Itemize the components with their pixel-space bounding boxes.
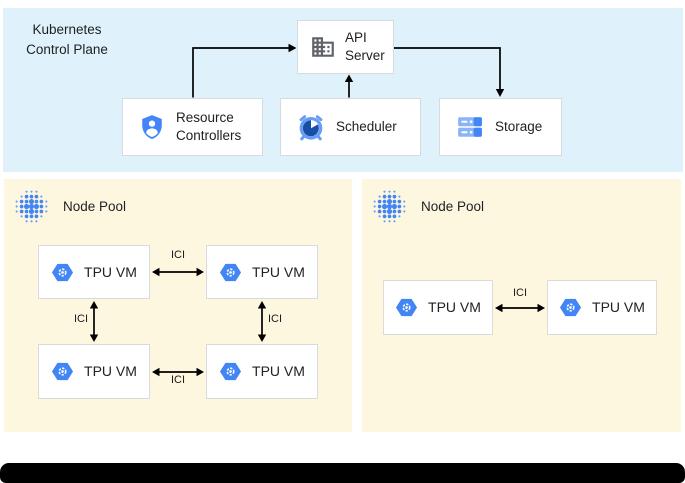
node-pool-label: Node Pool xyxy=(421,199,485,214)
tpu-vm-node: TPU VM xyxy=(38,344,150,399)
storage-stack-icon xyxy=(458,117,482,137)
node-pool-header-left: Node Pool xyxy=(14,189,126,224)
scheduler-node: Scheduler xyxy=(280,98,421,156)
storage-label: Storage xyxy=(495,119,543,135)
building-icon xyxy=(312,37,334,57)
scheduler-label: Scheduler xyxy=(336,119,397,135)
api-server-label: API Server xyxy=(345,30,385,63)
tpu-vm-label: TPU VM xyxy=(84,263,137,280)
tpu-vm-node: TPU VM xyxy=(383,280,493,335)
ici-link-label: ICI xyxy=(268,313,283,325)
tpu-vm-label: TPU VM xyxy=(84,363,137,380)
api-server-node: API Server xyxy=(297,20,394,74)
tpu-vm-node: TPU VM xyxy=(206,245,318,299)
tpu-vm-label: TPU VM xyxy=(428,299,481,316)
tpu-hexagon-icon xyxy=(220,362,242,381)
resource-controllers-label: Resource Controllers xyxy=(176,110,242,143)
tpu-vm-label: TPU VM xyxy=(252,263,305,280)
resource-controllers-node: Resource Controllers xyxy=(122,98,263,156)
tpu-vm-node: TPU VM xyxy=(206,344,318,399)
tpu-hexagon-icon xyxy=(396,298,418,317)
node-pool-header-right: Node Pool xyxy=(372,189,484,224)
ici-link-label: ICI xyxy=(170,249,186,261)
ici-link-label: ICI xyxy=(512,287,528,299)
ici-link-label: ICI xyxy=(170,374,186,386)
tpu-hexagon-icon xyxy=(52,263,74,281)
tpu-vm-label: TPU VM xyxy=(592,299,645,316)
alarm-clock-icon xyxy=(299,115,323,141)
shield-user-icon xyxy=(142,115,162,140)
bottom-bezel-bar xyxy=(0,463,685,483)
storage-node: Storage xyxy=(439,98,562,156)
ici-link-label: ICI xyxy=(73,313,88,325)
node-pool-label: Node Pool xyxy=(63,199,127,214)
tpu-vm-node: TPU VM xyxy=(547,280,657,335)
tpu-hexagon-icon xyxy=(560,298,582,317)
node-pool-dots-icon xyxy=(373,190,406,223)
tpu-hexagon-icon xyxy=(52,362,74,381)
tpu-vm-node: TPU VM xyxy=(38,245,150,299)
tpu-vm-label: TPU VM xyxy=(252,363,305,380)
node-pool-dots-icon xyxy=(15,190,48,223)
tpu-hexagon-icon xyxy=(220,263,242,281)
control-plane-title: Kubernetes Control Plane xyxy=(26,22,108,58)
